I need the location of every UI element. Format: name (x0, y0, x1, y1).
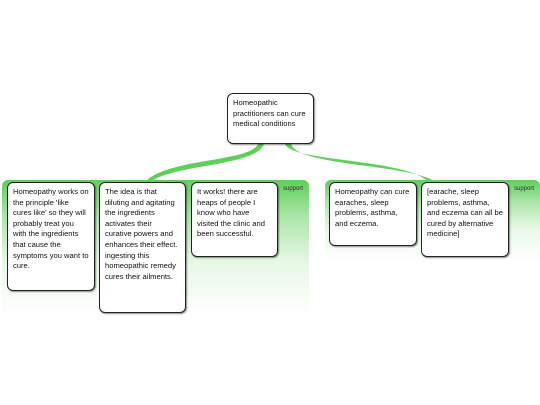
support-node-it-works[interactable]: It works! there are heaps of people I kn… (191, 182, 278, 257)
group-label-support: support (513, 186, 534, 192)
support-node-alternative-medicine[interactable]: [earache, sleep problems, asthma, and ec… (421, 182, 509, 257)
support-node-diluting-agitating[interactable]: The idea is that diluting and agitating … (99, 182, 186, 313)
support-node-like-cures-like[interactable]: Homeopathy works on the principle 'like … (7, 182, 95, 291)
connector-right (285, 144, 434, 181)
root-claim-node[interactable]: Homeopathic practitioners can cure medic… (227, 93, 314, 144)
support-node-conditions-cured[interactable]: Homeopathy can cure earaches, sleep prob… (329, 182, 417, 246)
group-label-support: support (282, 186, 303, 192)
connector-left (146, 144, 264, 181)
